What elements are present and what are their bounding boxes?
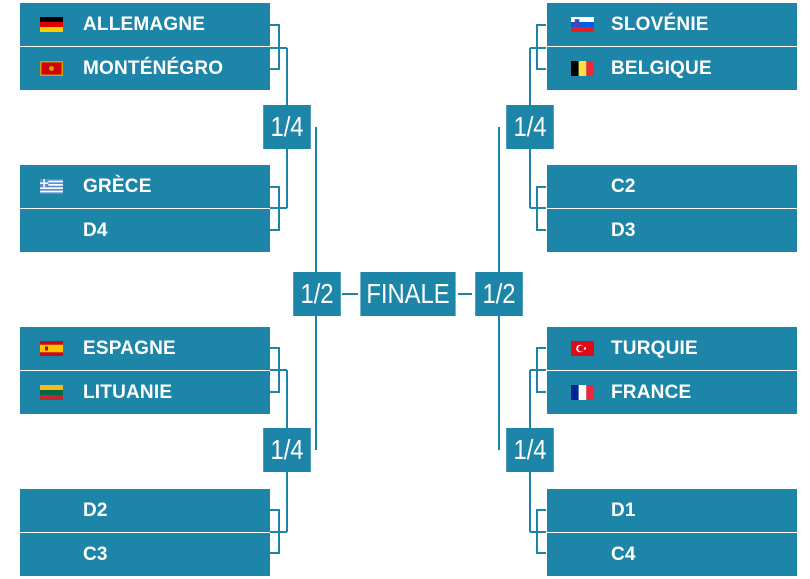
team-lituanie: LITUANIE: [20, 371, 270, 414]
team-name: C3: [83, 544, 108, 565]
team-name: D3: [611, 220, 636, 241]
team-name: C4: [611, 544, 636, 565]
connector-line: [536, 347, 546, 371]
slovenia-flag-icon: [571, 17, 594, 32]
team-montenegro: MONTÉNÉGRO: [20, 47, 270, 90]
team-d4: D4: [20, 209, 270, 252]
team-belgique: BELGIQUE: [547, 47, 797, 90]
connector-line: [536, 509, 546, 533]
turkey-flag-icon: [571, 341, 594, 356]
right-semifinal: 1/2: [475, 272, 523, 316]
connector-line: [270, 24, 280, 49]
team-grece: GRÈCE: [20, 165, 270, 208]
connector-line: [270, 208, 280, 231]
team-name: ALLEMAGNE: [83, 14, 206, 35]
connector-line: [536, 48, 546, 70]
team-name: D2: [83, 500, 108, 521]
team-france: FRANCE: [547, 371, 797, 414]
connector-line: [536, 24, 546, 49]
team-d1: D1: [547, 489, 797, 532]
connector-line: [270, 48, 280, 70]
team-name: D4: [83, 220, 108, 241]
team-espagne: ESPAGNE: [20, 327, 270, 370]
team-allemagne: ALLEMAGNE: [20, 3, 270, 46]
connector-line: [270, 509, 280, 533]
connector-line: [536, 370, 546, 393]
team-turquie: TURQUIE: [547, 327, 797, 370]
team-name: D1: [611, 500, 636, 521]
team-c3: C3: [20, 533, 270, 576]
left-quarterfinal-top: 1/4: [263, 105, 311, 149]
team-name: MONTÉNÉGRO: [83, 58, 224, 79]
team-name: C2: [611, 176, 636, 197]
right-quarterfinal-top: 1/4: [506, 105, 554, 149]
left-quarterfinal-bottom: 1/4: [263, 428, 311, 472]
final-box: FINALE: [360, 272, 456, 316]
france-flag-icon: [571, 385, 594, 400]
connector-line: [536, 532, 546, 554]
right-quarterfinal-bottom: 1/4: [506, 428, 554, 472]
greece-flag-icon: [40, 179, 63, 194]
team-name: SLOVÉNIE: [611, 14, 709, 35]
team-name: LITUANIE: [83, 382, 173, 403]
team-name: ESPAGNE: [83, 338, 176, 359]
team-name: FRANCE: [611, 382, 692, 403]
team-name: TURQUIE: [611, 338, 698, 359]
connector-line: [270, 347, 280, 371]
germany-flag-icon: [40, 17, 63, 32]
team-name: BELGIQUE: [611, 58, 712, 79]
team-slovenie: SLOVÉNIE: [547, 3, 797, 46]
team-name: GRÈCE: [83, 176, 152, 197]
connector-line: [270, 186, 280, 209]
team-c2: C2: [547, 165, 797, 208]
lithuania-flag-icon: [40, 385, 63, 400]
team-d2: D2: [20, 489, 270, 532]
connector-line: [270, 370, 280, 393]
belgium-flag-icon: [571, 61, 594, 76]
connector-line: [270, 532, 280, 554]
montenegro-flag-icon: [40, 61, 63, 76]
connector-line: [536, 186, 546, 209]
spain-flag-icon: [40, 341, 63, 356]
team-d3: D3: [547, 209, 797, 252]
team-c4: C4: [547, 533, 797, 576]
left-semifinal: 1/2: [293, 272, 341, 316]
connector-line: [536, 208, 546, 231]
